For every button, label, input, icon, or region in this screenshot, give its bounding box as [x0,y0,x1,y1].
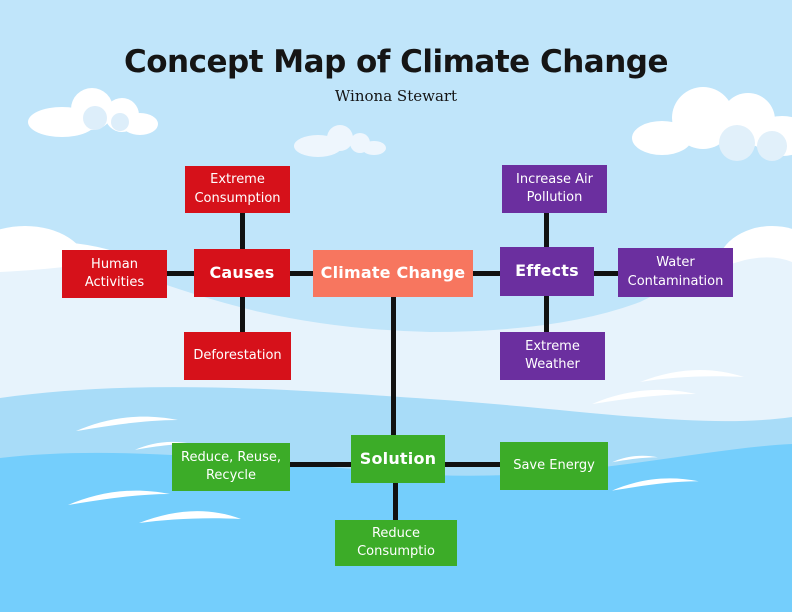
node-climate-change: Climate Change [313,250,473,297]
connector-effects-water-contamination [592,271,620,276]
connector-air-pollution-effects [544,211,549,249]
node-reduce-consumption: Reduce Consumptio [335,520,457,566]
connector-solution-reduce-consumption [393,481,398,522]
connector-causes-deforestation [240,295,245,334]
node-solution: Solution [351,435,445,483]
node-increase-air-pollution: Increase Air Pollution [502,165,607,213]
node-extreme-consumption: Extreme Consumption [185,166,290,213]
node-deforestation: Deforestation [184,332,291,380]
cloud-shading [83,106,129,131]
cloud-icon [294,125,386,157]
connector-causes-climate-change [288,271,315,276]
author-name: Winona Stewart [334,87,458,105]
connector-human-activities-causes [165,271,196,276]
node-human-activities: Human Activities [62,250,167,298]
cloud-shading [719,125,787,161]
node-water-contamination: Water Contamination [618,248,733,297]
node-reduce-reuse-recycle: Reduce, Reuse, Recycle [172,443,290,491]
node-effects: Effects [500,247,594,296]
page-title: Concept Map of Climate Change [123,44,669,80]
node-save-energy: Save Energy [500,442,608,490]
connector-effects-extreme-weather [544,294,549,334]
node-causes: Causes [194,249,290,297]
connector-climate-change-solution [391,295,396,437]
connector-climate-change-effects [471,271,502,276]
connector-solution-save-energy [443,462,502,467]
header: Concept Map of Climate Change Winona Ste… [0,44,792,105]
node-extreme-weather: Extreme Weather [500,332,605,380]
wave-icon [68,369,744,523]
connector-extreme-consumption-causes [240,211,245,251]
connector-reduce-reuse-solution [288,462,353,467]
